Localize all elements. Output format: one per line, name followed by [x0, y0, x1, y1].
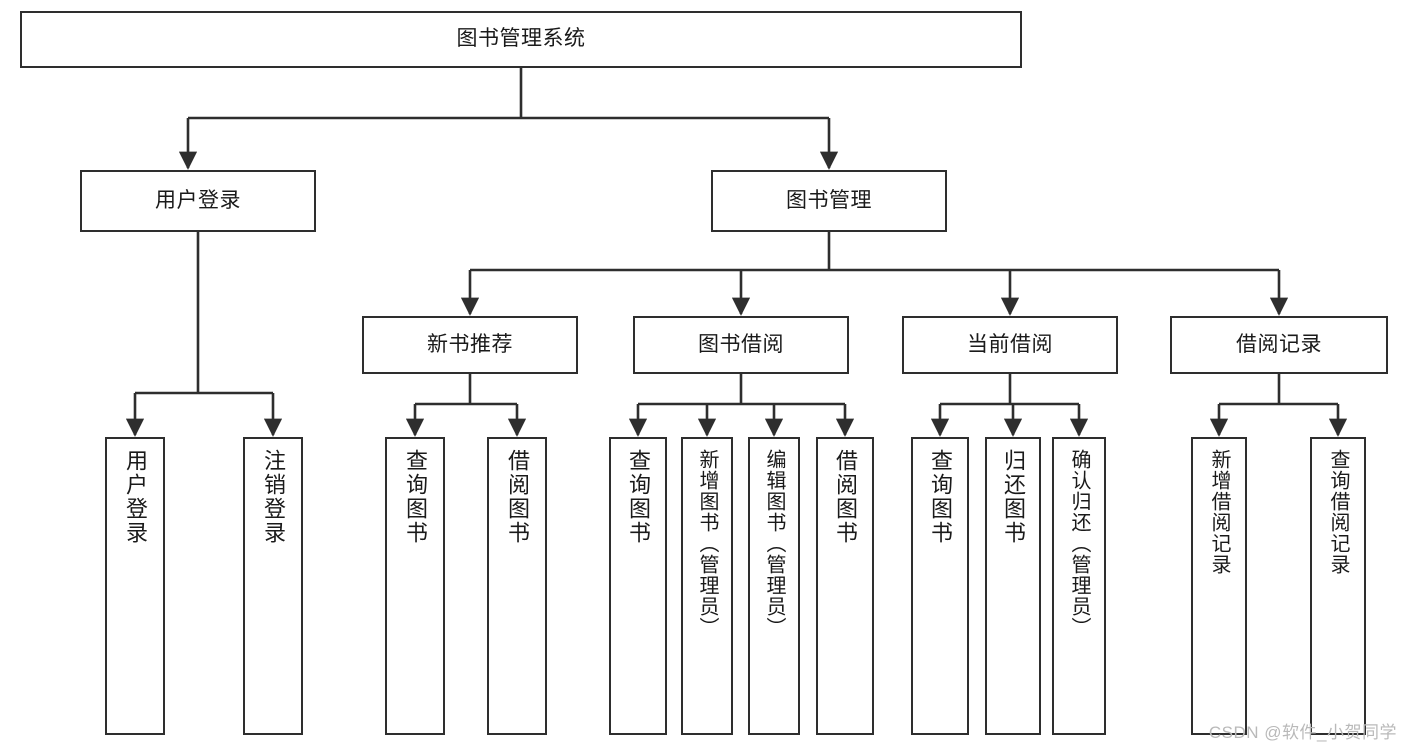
node-leaf-borrow-book-newbook[interactable]: 借阅图书: [487, 437, 547, 735]
node-label: 新书推荐: [427, 332, 513, 356]
node-label: 新增图书（管理员）: [696, 449, 718, 638]
node-label: 新增借阅记录: [1208, 449, 1230, 575]
node-root-system[interactable]: 图书管理系统: [20, 11, 1022, 68]
node-label: 借阅图书: [833, 449, 858, 545]
node-label: 图书管理系统: [456, 27, 586, 51]
node-leaf-query-borrow-record[interactable]: 查询借阅记录: [1310, 437, 1366, 735]
node-label: 查询图书: [928, 449, 953, 545]
node-label: 用户登录: [155, 188, 241, 212]
node-current-borrow[interactable]: 当前借阅: [902, 316, 1118, 374]
node-leaf-logout[interactable]: 注销登录: [243, 437, 303, 735]
node-leaf-edit-book-admin[interactable]: 编辑图书（管理员）: [748, 437, 800, 735]
watermark: CSDN @软件_小贺同学: [1208, 723, 1397, 742]
node-label: 借阅记录: [1236, 332, 1322, 356]
node-user-login[interactable]: 用户登录: [80, 170, 316, 232]
node-label: 查询图书: [403, 449, 428, 545]
node-leaf-add-book-admin[interactable]: 新增图书（管理员）: [681, 437, 733, 735]
node-leaf-add-borrow-record[interactable]: 新增借阅记录: [1191, 437, 1247, 735]
node-leaf-borrow-book-borrow[interactable]: 借阅图书: [816, 437, 874, 735]
node-leaf-return-book[interactable]: 归还图书: [985, 437, 1041, 735]
node-label: 用户登录: [123, 449, 148, 545]
node-book-management[interactable]: 图书管理: [711, 170, 947, 232]
node-label: 归还图书: [1001, 449, 1026, 545]
node-label: 图书管理: [786, 188, 872, 212]
node-leaf-confirm-return-admin[interactable]: 确认归还（管理员）: [1052, 437, 1106, 735]
node-label: 图书借阅: [698, 332, 784, 356]
node-label: 查询图书: [626, 449, 651, 545]
node-new-book-recommend[interactable]: 新书推荐: [362, 316, 578, 374]
node-book-borrow[interactable]: 图书借阅: [633, 316, 849, 374]
node-leaf-query-book-borrow[interactable]: 查询图书: [609, 437, 667, 735]
node-label: 确认归还（管理员）: [1068, 449, 1090, 638]
node-label: 借阅图书: [505, 449, 530, 545]
node-label: 编辑图书（管理员）: [763, 449, 785, 638]
node-leaf-query-book-newbook[interactable]: 查询图书: [385, 437, 445, 735]
node-leaf-user-login[interactable]: 用户登录: [105, 437, 165, 735]
node-leaf-query-book-current[interactable]: 查询图书: [911, 437, 969, 735]
node-borrow-record[interactable]: 借阅记录: [1170, 316, 1388, 374]
node-label: 当前借阅: [967, 332, 1053, 356]
node-label: 注销登录: [261, 449, 286, 545]
node-label: 查询借阅记录: [1327, 449, 1349, 575]
